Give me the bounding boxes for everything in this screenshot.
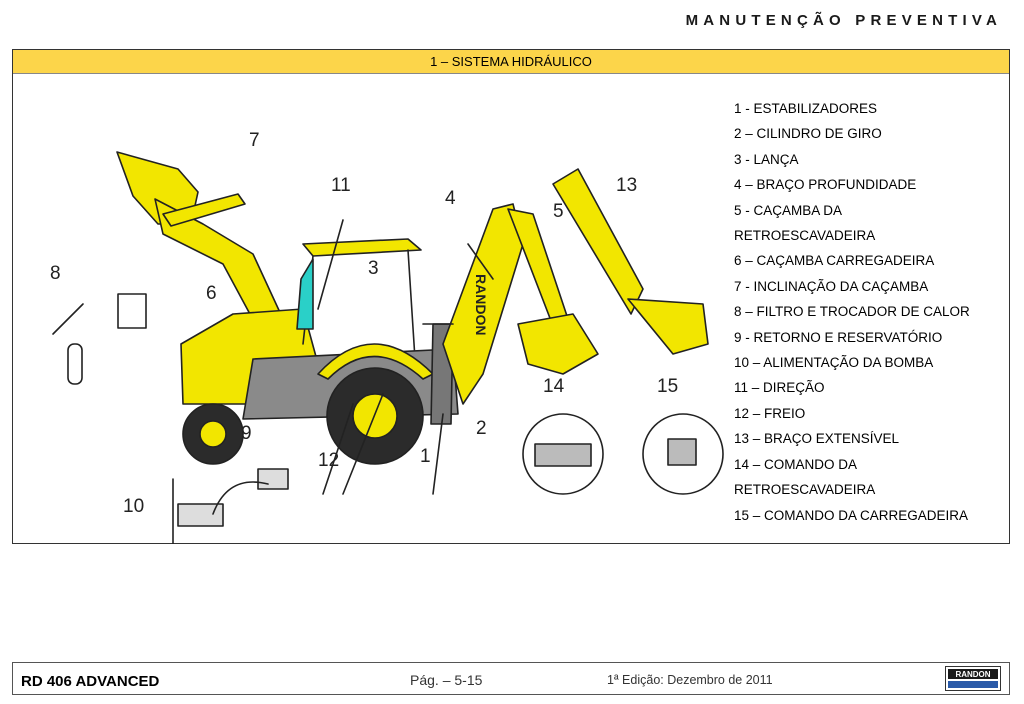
legend-item: RETROESCAVADEIRA (734, 482, 876, 498)
callout-1: 1 (420, 446, 431, 467)
extendable-bucket (627, 298, 709, 355)
legend-item: 8 – FILTRO E TROCADOR DE CALOR (734, 304, 970, 320)
legend-item: 13 – BRAÇO EXTENSÍVEL (734, 431, 900, 447)
randon-decal: RANDON (473, 274, 489, 335)
callout-14: 14 (543, 376, 565, 397)
legend-item: 3 - LANÇA (734, 151, 799, 167)
extendable-arm (552, 168, 644, 315)
footer-model-name: RD 406 ADVANCED (21, 673, 160, 690)
backhoe-bucket (517, 313, 599, 375)
section-title: 1 – SISTEMA HIDRÁULICO (430, 54, 592, 69)
legend-item: 10 – ALIMENTAÇÃO DA BOMBA (734, 355, 934, 371)
backhoe-hydraulic-diagram: RANDON 1 2 3 4 5 6 7 8 9 10 11 12 13 14 … (50, 130, 724, 544)
callout-5: 5 (553, 201, 564, 222)
callout-4: 4 (445, 188, 456, 209)
callout-13: 13 (616, 175, 637, 196)
legend-item: 7 - INCLINAÇÃO DA CAÇAMBA (734, 278, 929, 294)
legend-item: 12 – FREIO (734, 405, 806, 421)
callout-6: 6 (206, 283, 217, 304)
callout-7: 7 (249, 130, 260, 151)
callout-3: 3 (368, 258, 379, 279)
cab-roof (302, 238, 422, 257)
legend-item: 9 - RETORNO E RESERVATÓRIO (734, 329, 943, 345)
pump-detail (177, 503, 224, 527)
filter-cooler (117, 293, 147, 329)
legend-item: RETROESCAVADEIRA (734, 228, 876, 244)
page-header-title: MANUTENÇÃO PREVENTIVA (685, 12, 1002, 29)
footer-page-number: Pág. – 5-15 (410, 672, 483, 688)
legend-item: 4 – BRAÇO PROFUNDIDADE (734, 177, 917, 193)
footer-edition: 1ª Edição: Dezembro de 2011 (607, 673, 773, 687)
callout-2: 2 (476, 418, 487, 439)
legend-item: 14 – COMANDO DA (734, 456, 858, 472)
section-bar: 1 – SISTEMA HIDRÁULICO (13, 50, 1009, 74)
legend-item: 2 – CILINDRO DE GIRO (734, 126, 882, 142)
tilt-cylinder (162, 193, 246, 227)
component-legend: 1 - ESTABILIZADORES 2 – CILINDRO DE GIRO… (734, 96, 1002, 528)
legend-item: 11 – DIREÇÃO (734, 380, 825, 396)
callout-10: 10 (123, 496, 144, 517)
callout-11: 11 (331, 175, 351, 196)
content-frame: 1 – SISTEMA HIDRÁULICO (12, 49, 1010, 544)
legend-item: 1 - ESTABILIZADORES (734, 101, 878, 116)
svg-text:RANDON: RANDON (955, 670, 990, 679)
legend-item: 15 – COMANDO DA CARREGADEIRA (734, 507, 969, 523)
cab-glass (296, 258, 314, 330)
legend-item: 6 – CAÇAMBA CARREGADEIRA (734, 253, 935, 269)
callout-12: 12 (318, 450, 339, 471)
callout-9: 9 (241, 423, 252, 444)
callout-15: 15 (657, 376, 678, 397)
callout-8: 8 (50, 263, 61, 284)
page-footer: RD 406 ADVANCED Pág. – 5-15 1ª Edição: D… (12, 662, 1010, 695)
legend-item: 5 - CAÇAMBA DA (734, 202, 843, 218)
randon-logo: RANDON (945, 666, 1001, 691)
